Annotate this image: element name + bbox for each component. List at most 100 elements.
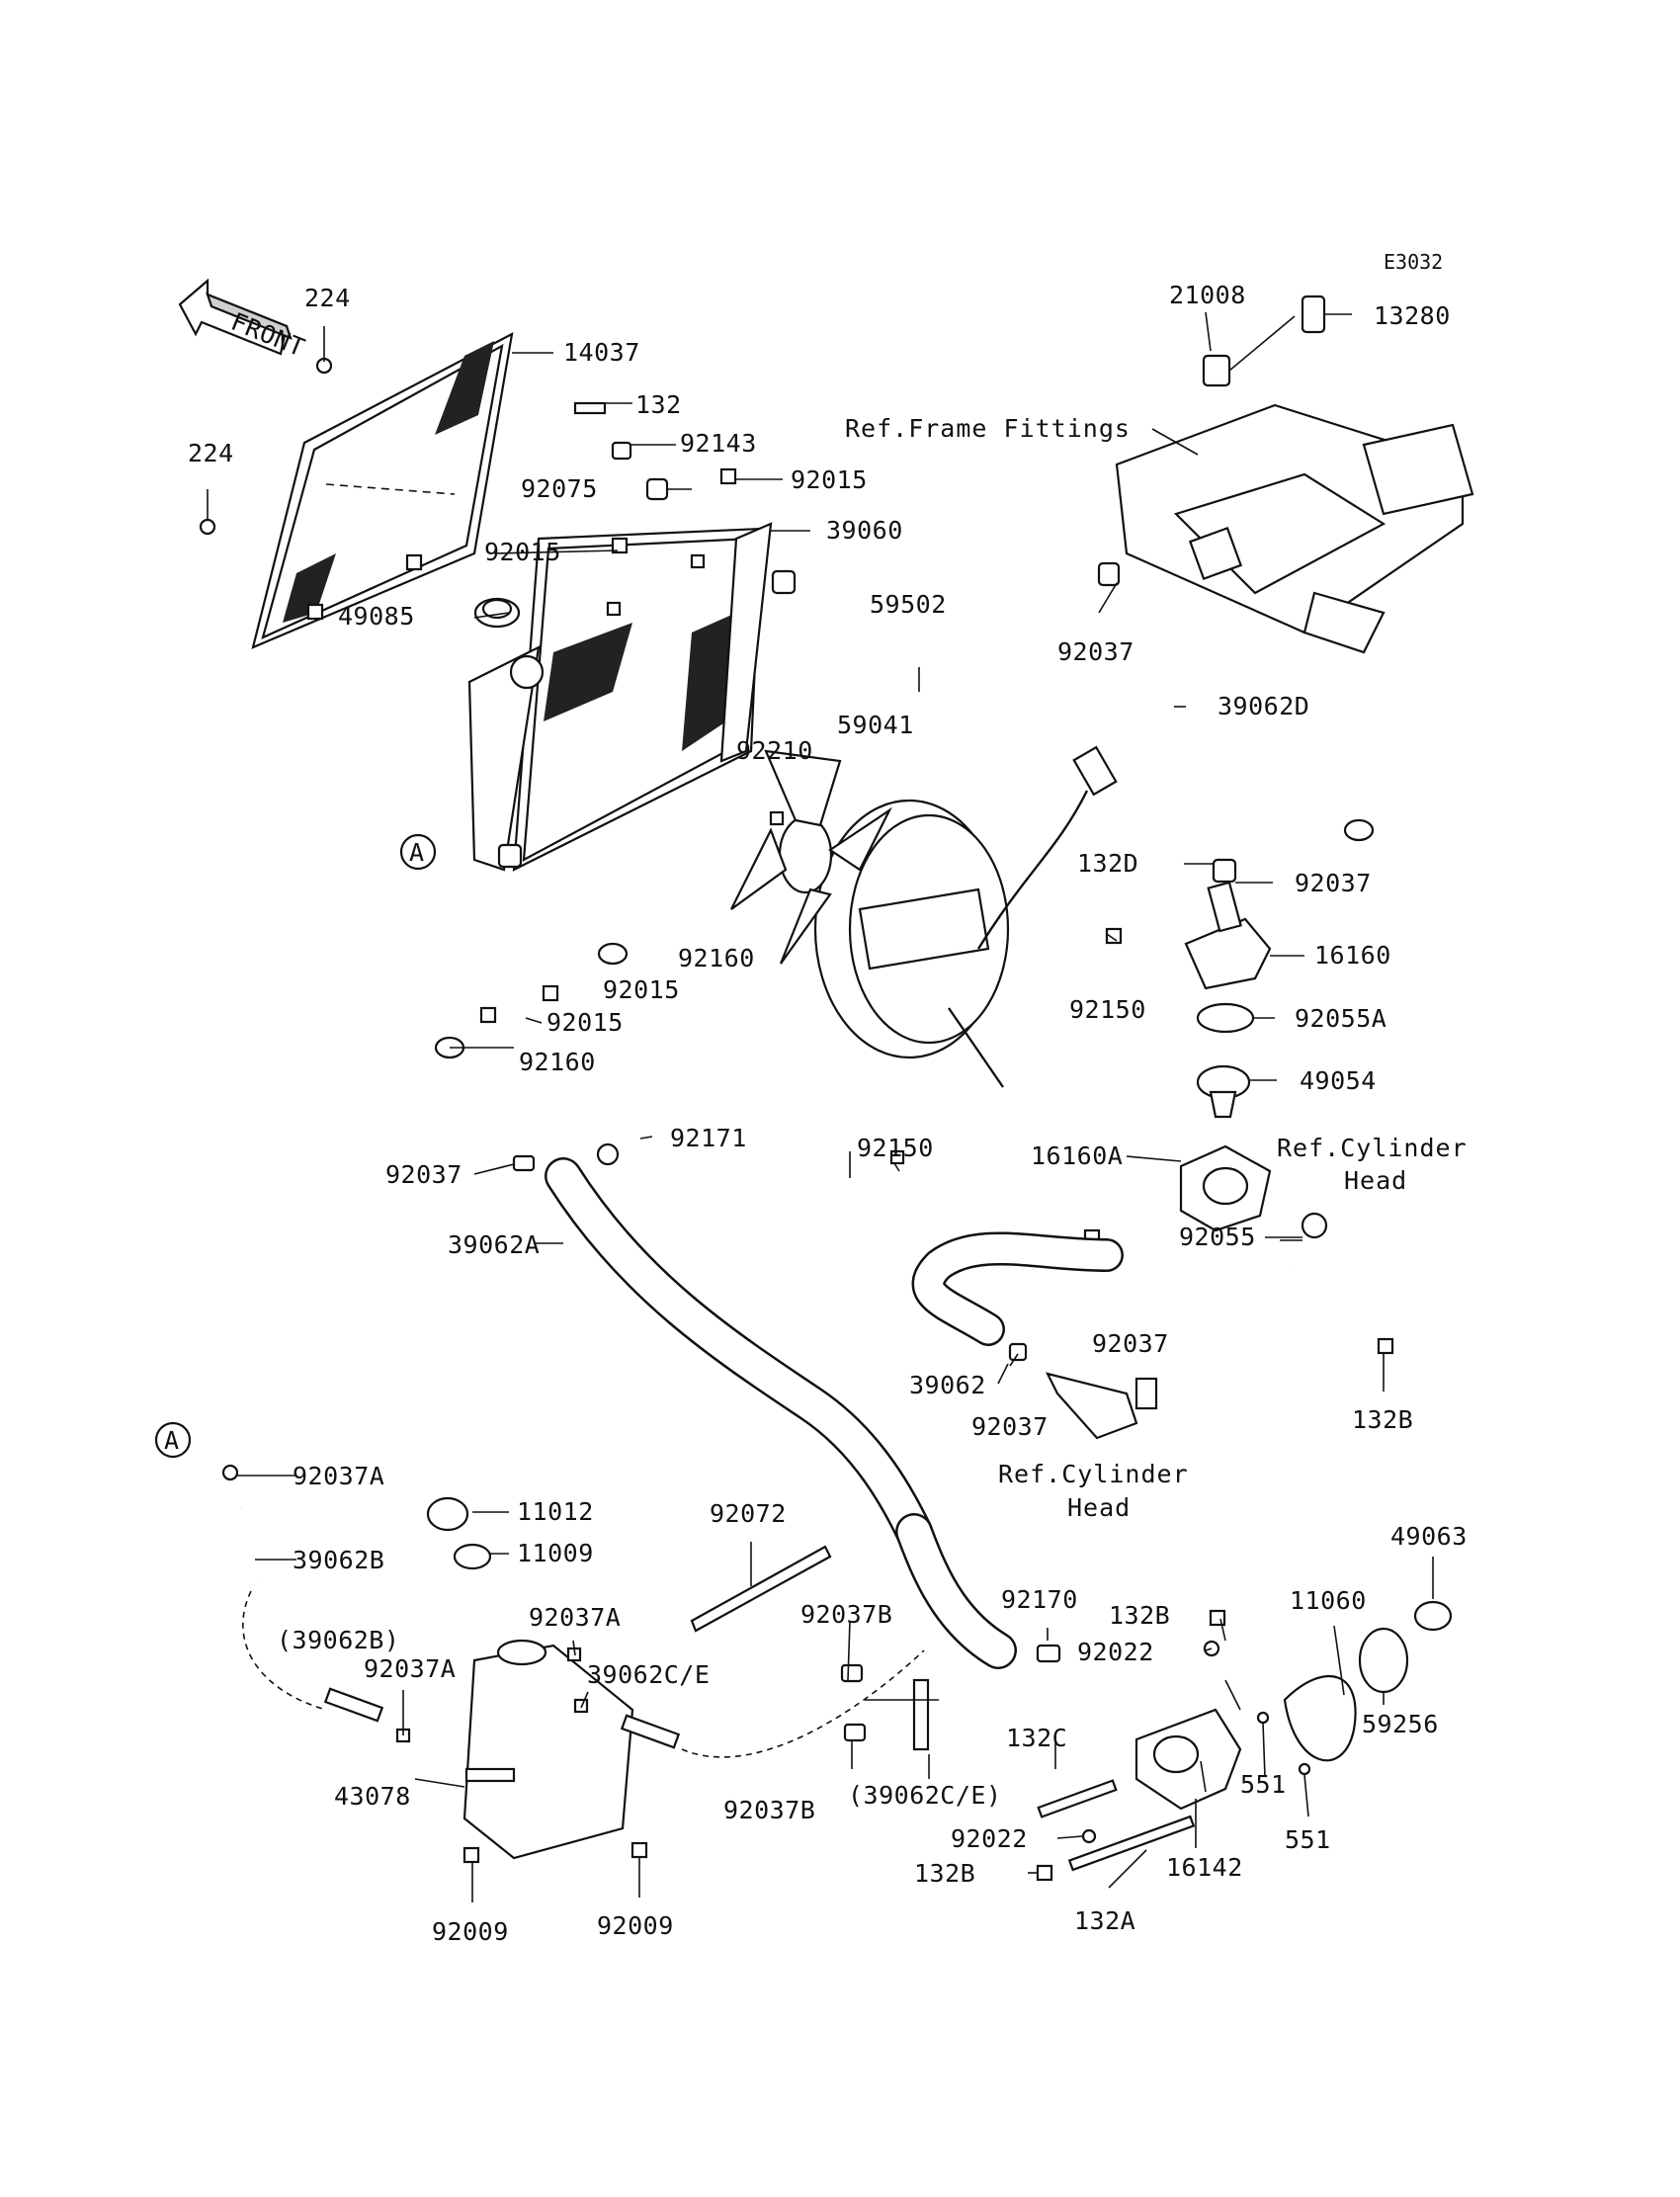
label-92037-low: 92037 bbox=[971, 1412, 1049, 1441]
label-92037-right: 92037 bbox=[1295, 869, 1372, 897]
label-92022-top: 92022 bbox=[1077, 1638, 1154, 1666]
label-92022-low: 92022 bbox=[951, 1824, 1028, 1853]
label-92009-left: 92009 bbox=[432, 1917, 509, 1946]
label-21008: 21008 bbox=[1169, 281, 1246, 309]
hose-39062 bbox=[911, 1231, 1124, 1346]
front-arrow-label: FRONT bbox=[227, 307, 309, 363]
label-39062B: 39062B bbox=[293, 1546, 384, 1574]
label-92171: 92171 bbox=[670, 1124, 747, 1152]
thermostat-housing-16160 bbox=[1184, 881, 1272, 990]
label-49054: 49054 bbox=[1300, 1066, 1377, 1095]
ref-cylinder-head-1b: Head bbox=[1344, 1166, 1407, 1195]
label-39062: 39062 bbox=[909, 1371, 986, 1399]
label-224-left: 224 bbox=[188, 439, 234, 467]
label-132B-mid: 132B bbox=[1109, 1601, 1170, 1630]
tank-cap-11012 bbox=[426, 1496, 469, 1532]
front-direction-arrow: FRONT bbox=[178, 278, 309, 363]
label-92009-right: 92009 bbox=[597, 1911, 674, 1940]
o-ring-92055 bbox=[1301, 1212, 1328, 1239]
impeller-59256 bbox=[1358, 1627, 1409, 1694]
label-224-top: 224 bbox=[304, 284, 351, 312]
label-59256: 59256 bbox=[1362, 1710, 1439, 1738]
leader-lines bbox=[207, 311, 1434, 1902]
label-92160-mid: 92160 bbox=[678, 944, 755, 972]
fan-connector bbox=[976, 745, 1118, 950]
pump-cover-11060 bbox=[1283, 1674, 1357, 1762]
label-49063: 49063 bbox=[1390, 1522, 1468, 1551]
label-92150-right: 92150 bbox=[1069, 995, 1146, 1024]
fan-blade-59041 bbox=[730, 749, 892, 965]
label-59502: 59502 bbox=[870, 590, 947, 619]
label-39062D: 39062D bbox=[1218, 692, 1309, 720]
label-92150-bottom: 92150 bbox=[857, 1134, 934, 1162]
reserve-tank-43078 bbox=[462, 1639, 634, 1860]
label-43078: 43078 bbox=[334, 1782, 411, 1811]
hose-39062C-E bbox=[620, 1649, 930, 1758]
water-pump-16142 bbox=[1134, 1708, 1242, 1811]
label-92170: 92170 bbox=[1001, 1585, 1078, 1614]
tie-band-92072 bbox=[690, 1545, 832, 1633]
label-92015-top: 92015 bbox=[791, 465, 868, 494]
label-92055A: 92055A bbox=[1295, 1004, 1386, 1033]
label-132D: 132D bbox=[1077, 849, 1138, 878]
part-labels: E3032 224 14037 132 224 92143 92075 9201… bbox=[188, 250, 1468, 1946]
label-92160-left: 92160 bbox=[519, 1048, 596, 1076]
label-92037-top: 92037 bbox=[1057, 637, 1134, 666]
hose-39062D bbox=[1133, 600, 1376, 843]
label-92037-mid: 92037 bbox=[1092, 1329, 1169, 1358]
cylinder-head-pipe bbox=[1083, 1225, 1464, 1315]
label-551-right: 551 bbox=[1285, 1825, 1331, 1854]
ref-cylinder-head-1a: Ref.Cylinder bbox=[1277, 1134, 1468, 1162]
radiator-39060 bbox=[467, 522, 797, 872]
label-39060: 39060 bbox=[826, 516, 903, 545]
label-92143: 92143 bbox=[680, 429, 757, 458]
thermostat-49054 bbox=[1196, 1064, 1251, 1119]
label-39062C-E-paren: (39062C/E) bbox=[848, 1781, 1002, 1810]
label-92037A-low: 92037A bbox=[364, 1654, 456, 1683]
tank-cap-seal-11009 bbox=[453, 1543, 492, 1570]
label-59041: 59041 bbox=[837, 711, 914, 739]
label-11060: 11060 bbox=[1290, 1586, 1367, 1615]
label-132A: 132A bbox=[1074, 1906, 1135, 1935]
label-92015-lower1: 92015 bbox=[603, 975, 680, 1004]
thermostat-case-16160A bbox=[1179, 1144, 1272, 1232]
callout-a-top-label: A bbox=[409, 838, 425, 867]
diagram-code: E3032 bbox=[1384, 250, 1443, 274]
radiator-screen-14037 bbox=[251, 331, 514, 649]
label-92015-lower2: 92015 bbox=[546, 1008, 624, 1037]
label-13280: 13280 bbox=[1374, 301, 1451, 330]
ref-frame-fittings: Ref.Frame Fittings bbox=[845, 414, 1131, 443]
label-92037B-top: 92037B bbox=[800, 1600, 892, 1629]
frame-fittings bbox=[1115, 403, 1474, 654]
ref-cylinder-head-2b: Head bbox=[1067, 1493, 1131, 1522]
label-92015-mid: 92015 bbox=[484, 538, 561, 566]
label-16160A: 16160A bbox=[1031, 1141, 1123, 1170]
pipe-elbow-cylinder-head bbox=[1045, 1372, 1158, 1440]
label-16160: 16160 bbox=[1314, 941, 1391, 970]
label-92037-left: 92037 bbox=[385, 1160, 462, 1189]
label-132: 132 bbox=[635, 390, 682, 419]
callout-a-top: A bbox=[399, 833, 437, 871]
label-132B-top: 132B bbox=[1352, 1405, 1413, 1434]
label-132B-low: 132B bbox=[914, 1859, 975, 1888]
label-39062B-paren: (39062B) bbox=[277, 1626, 399, 1654]
label-132C: 132C bbox=[1006, 1724, 1067, 1752]
relay-21008 bbox=[1202, 354, 1231, 387]
seal-49063 bbox=[1413, 1600, 1453, 1632]
label-92210: 92210 bbox=[736, 736, 813, 765]
label-92037A-top: 92037A bbox=[293, 1462, 384, 1490]
callout-a-bottom-label: A bbox=[164, 1426, 180, 1455]
callout-a-bottom: A bbox=[154, 1421, 192, 1459]
label-92072: 92072 bbox=[710, 1499, 787, 1528]
label-11009: 11009 bbox=[517, 1539, 594, 1567]
label-551-left: 551 bbox=[1240, 1770, 1287, 1799]
relay-cover-13280 bbox=[1301, 295, 1326, 334]
hose-39062B bbox=[239, 1504, 384, 1723]
label-49085: 49085 bbox=[338, 602, 415, 631]
label-14037: 14037 bbox=[563, 338, 640, 367]
label-92037A-mid: 92037A bbox=[529, 1603, 621, 1632]
label-39062A: 39062A bbox=[448, 1230, 540, 1259]
ref-cylinder-head-2a: Ref.Cylinder bbox=[998, 1460, 1189, 1488]
label-39062C-E: 39062C/E bbox=[587, 1660, 710, 1689]
